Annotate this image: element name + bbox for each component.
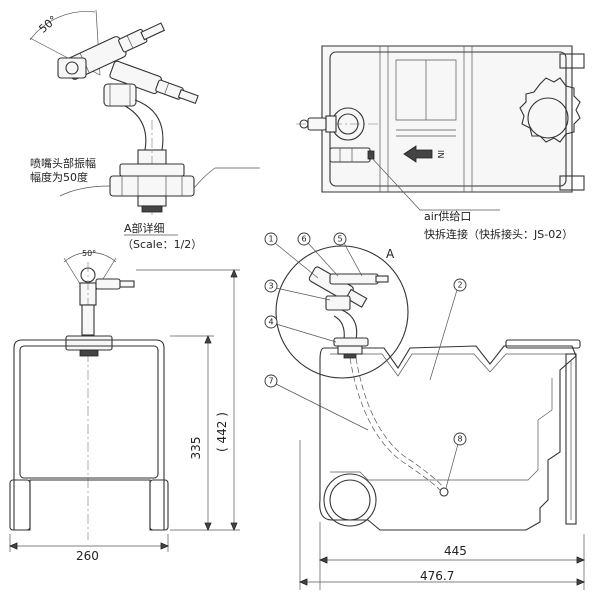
callout-1: 1 bbox=[264, 232, 319, 279]
side-overall-length-label: 476.7 bbox=[420, 569, 454, 583]
front-overall-height-label: ( 442 ) bbox=[215, 412, 229, 452]
detail-scale: （Scale：1/2） bbox=[122, 238, 202, 251]
svg-text:4: 4 bbox=[268, 318, 273, 327]
callout-3: 3 bbox=[264, 279, 331, 301]
front-angle-label: 50° bbox=[82, 249, 96, 258]
callout-6: 6 bbox=[297, 232, 339, 277]
swing-angle-arc bbox=[29, 11, 96, 41]
svg-text:8: 8 bbox=[457, 435, 462, 444]
svg-text:1: 1 bbox=[268, 235, 273, 244]
front-view: 50° 260 335 ( 442 ) bbox=[8, 249, 240, 563]
front-height-label: 335 bbox=[189, 437, 203, 460]
callout-8: 8 bbox=[445, 432, 467, 489]
callout-2: 2 bbox=[429, 278, 467, 381]
inlet-arrow-icon bbox=[403, 145, 433, 163]
side-view: A 1 bbox=[264, 232, 586, 590]
callout-7: 7 bbox=[264, 374, 369, 431]
front-width-label: 260 bbox=[76, 549, 99, 563]
section-a-circle bbox=[275, 245, 409, 379]
suction-tube bbox=[349, 357, 441, 491]
svg-text:2: 2 bbox=[457, 281, 462, 290]
callout-4: 4 bbox=[264, 315, 337, 343]
top-view: IN air供给口 快拆连接（快拆接头：JS-02） bbox=[296, 45, 585, 241]
detail-a-view: 50° bbox=[29, 9, 260, 251]
detail-angle-label: 50° bbox=[36, 13, 59, 35]
coupler-label: 快拆连接（快拆接头：JS-02） bbox=[424, 227, 573, 241]
callout-5: 5 bbox=[333, 232, 363, 277]
svg-text:6: 6 bbox=[301, 235, 306, 244]
side-length-label: 445 bbox=[444, 544, 467, 558]
inlet-label: IN bbox=[436, 150, 445, 158]
svg-text:7: 7 bbox=[268, 377, 273, 386]
section-a-label: A bbox=[386, 247, 395, 261]
air-supply-label: air供给口 bbox=[424, 209, 471, 223]
svg-text:5: 5 bbox=[337, 235, 342, 244]
cap-gear-shape bbox=[519, 77, 581, 143]
air-leader-line bbox=[369, 155, 500, 211]
detail-note-line2: 幅度为50度 bbox=[30, 170, 88, 184]
detail-title: A部详细 bbox=[124, 221, 165, 235]
detail-note-line1: 喷嘴头部振幅 bbox=[30, 156, 96, 170]
svg-text:3: 3 bbox=[268, 282, 273, 291]
